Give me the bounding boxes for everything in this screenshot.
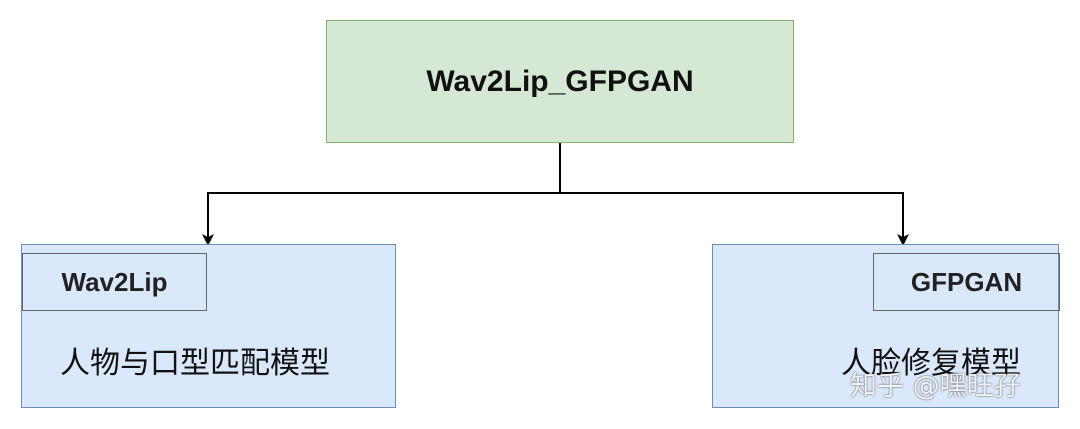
gfpgan-node: GFPGAN 人脸修复模型: [712, 244, 1060, 408]
gfpgan-tag: GFPGAN: [873, 253, 1060, 311]
root-node-label: Wav2Lip_GFPGAN: [426, 64, 694, 98]
root-node: Wav2Lip_GFPGAN: [326, 20, 794, 143]
gfpgan-description: 人脸修复模型: [841, 346, 1021, 381]
connector-right-branch: [560, 192, 909, 246]
wav2lip-description: 人物与口型匹配模型: [60, 346, 330, 381]
wav2lip-node: Wav2Lip 人物与口型匹配模型: [21, 244, 396, 408]
connector-left-branch: [202, 192, 560, 246]
wav2lip-tag: Wav2Lip: [22, 253, 207, 311]
watermark-text: 知乎 @嘿旺孖: [850, 371, 1021, 402]
